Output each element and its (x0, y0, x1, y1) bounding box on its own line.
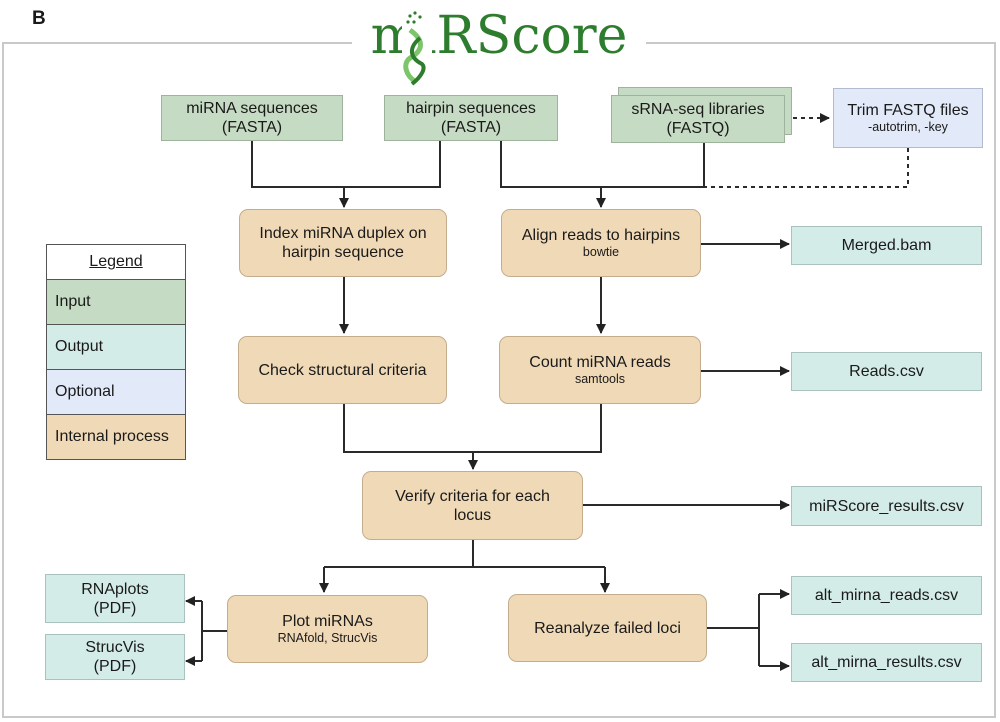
title: Plot miRNAs (282, 613, 373, 630)
output-merged-bam: Merged.bam (791, 226, 982, 265)
label: miRNA sequences (186, 100, 318, 117)
legend-item-optional: Optional (47, 369, 185, 414)
edge-hairpin-to-align (500, 140, 705, 188)
process-check-structural: Check structural criteria (238, 336, 447, 404)
input-hairpin-sequences: hairpin sequences (FASTA) (384, 95, 558, 141)
legend-label: Output (55, 338, 104, 355)
output-alt-mirna-results: alt_mirna_results.csv (791, 643, 982, 682)
label: hairpin sequences (406, 100, 536, 117)
format: (PDF) (93, 599, 137, 617)
format: (FASTQ) (666, 120, 730, 137)
filename: Merged.bam (841, 237, 932, 254)
tool: bowtie (582, 245, 620, 259)
label: Index miRNA duplex on (259, 225, 427, 242)
tools: RNAfold, StrucVis (277, 631, 378, 645)
legend-label: Internal process (55, 428, 169, 445)
process-plot-mirnas: Plot miRNAs RNAfold, StrucVis (227, 595, 428, 663)
output-mirscore-results: miRScore_results.csv (791, 486, 982, 526)
label: sRNA-seq libraries (631, 101, 765, 118)
edge-plot-split (201, 601, 227, 661)
edge-mirna-to-index (251, 140, 441, 188)
legend-label: Optional (55, 383, 115, 400)
label: RNAplots (81, 580, 149, 598)
legend-item-internal-process: Internal process (47, 414, 185, 459)
title: Count miRNA reads (529, 354, 671, 371)
legend: Legend Input Output Optional Internal pr… (46, 244, 186, 460)
filename: alt_mirna_reads.csv (814, 587, 959, 604)
edge-reanalyze-split (707, 594, 760, 666)
dna-helix-icon (402, 8, 432, 86)
process-index-duplex: Index miRNA duplex on hairpin sequence (239, 209, 447, 277)
optional-trim-fastq: Trim FASTQ files -autotrim, -key (833, 88, 983, 148)
output-rnaplots-pdf: RNAplots (PDF) (45, 574, 185, 623)
format: (FASTA) (221, 119, 283, 136)
legend-item-output: Output (47, 324, 185, 369)
format: (PDF) (93, 658, 137, 675)
title: Reanalyze failed loci (534, 619, 681, 637)
edge-verify-split (324, 540, 605, 568)
label: locus (453, 506, 492, 524)
legend-title: Legend (47, 245, 185, 279)
tool: samtools (574, 372, 626, 386)
filename: miRScore_results.csv (809, 497, 964, 515)
flags: -autotrim, -key (868, 120, 948, 134)
input-srna-libraries: sRNA-seq libraries (FASTQ) (611, 95, 785, 143)
output-strucvis-pdf: StrucVis (PDF) (45, 634, 185, 680)
process-align-reads: Align reads to hairpins bowtie (501, 209, 701, 277)
filename: Reads.csv (849, 363, 924, 380)
label: StrucVis (85, 639, 145, 656)
mirscore-logo: miRScore (352, 0, 646, 86)
legend-item-input: Input (47, 279, 185, 324)
label: Verify criteria for each (395, 487, 550, 505)
edge-check-count-join (343, 404, 602, 453)
edge-trim-to-align-dashed (704, 148, 909, 188)
title: Align reads to hairpins (521, 227, 681, 244)
title: Trim FASTQ files (847, 102, 969, 119)
filename: alt_mirna_results.csv (811, 654, 962, 671)
output-alt-mirna-reads: alt_mirna_reads.csv (791, 576, 982, 615)
input-mirna-sequences: miRNA sequences (FASTA) (161, 95, 343, 141)
title: Check structural criteria (258, 361, 427, 379)
format: (FASTA) (440, 119, 502, 136)
label: hairpin sequence (282, 244, 404, 261)
process-verify-criteria: Verify criteria for each locus (362, 471, 583, 540)
output-reads-csv: Reads.csv (791, 352, 982, 391)
process-count-reads: Count miRNA reads samtools (499, 336, 701, 404)
legend-label: Input (55, 293, 91, 310)
process-reanalyze-failed: Reanalyze failed loci (508, 594, 707, 662)
panel-label: B (32, 8, 46, 29)
